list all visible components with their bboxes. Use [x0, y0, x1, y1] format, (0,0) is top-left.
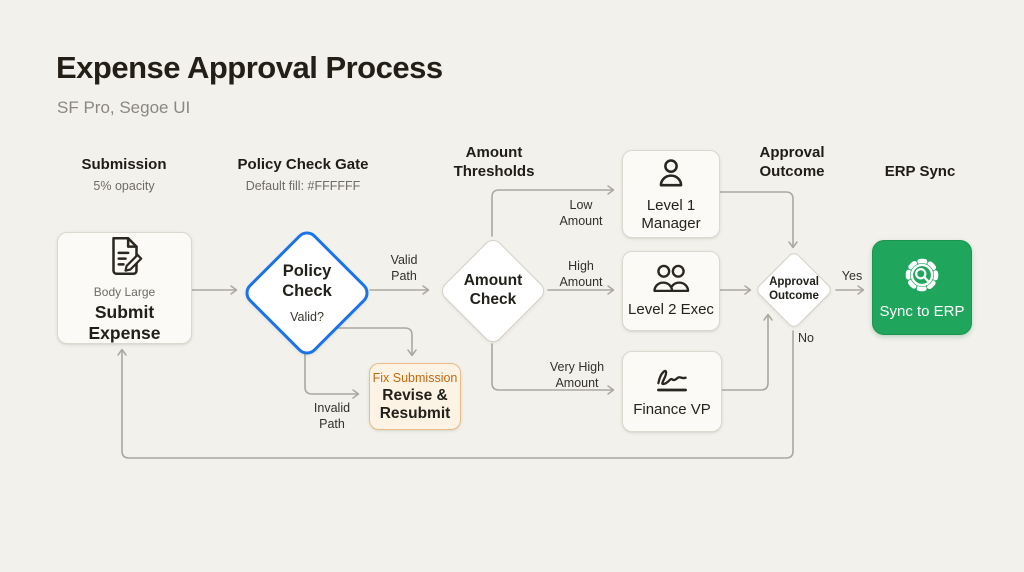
- node-revise-resubmit: Fix Submission Revise & Resubmit: [369, 363, 461, 430]
- page-title: Expense Approval Process: [56, 50, 443, 85]
- approval-outcome-label: Approval Outcome: [769, 276, 819, 302]
- level1-manager-label: Level 1 Manager: [641, 196, 701, 232]
- edge-level1-to-outcome: [718, 191, 798, 249]
- policy-check-label: Policy Check: [282, 262, 332, 300]
- edge-policy-to-revise-side: [304, 353, 360, 399]
- revise-resubmit-tag: Fix Submission: [372, 370, 458, 385]
- policy-check-question: Valid?: [290, 309, 324, 324]
- finance-vp-label: Finance VP: [633, 401, 711, 419]
- edge-amount-to-vp: [491, 343, 615, 395]
- column-header-amount-thresholds: Amount Thresholds: [453, 144, 535, 180]
- sync-gear-icon: [901, 254, 943, 296]
- column-header-approval-outcome: Approval Outcome: [759, 144, 825, 180]
- level2-exec-label: Level 2 Exec: [628, 301, 714, 319]
- edge-label-very-high-amount: Very High Amount: [549, 360, 605, 391]
- edge-label-high-amount: High Amount: [559, 259, 603, 290]
- column-header-erp-sync: ERP Sync: [884, 163, 956, 180]
- edge-vp-to-outcome: [720, 313, 773, 391]
- sync-to-erp-label: Sync to ERP: [879, 302, 965, 320]
- edge-no-feedback-loop: [117, 330, 794, 459]
- signature-icon: [649, 363, 695, 395]
- node-level2-exec: Level 2 Exec: [622, 251, 720, 331]
- edge-policy-to-revise-top: [330, 327, 417, 357]
- node-finance-vp: Finance VP: [622, 351, 722, 432]
- node-sync-to-erp: Sync to ERP: [872, 240, 972, 335]
- column-header-submission: Submission 5% opacity: [81, 156, 167, 193]
- node-submit-expense: Body Large Submit Expense: [57, 232, 192, 344]
- column-header-policy-gate: Policy Check Gate Default fill: #FFFFFF: [237, 156, 369, 193]
- people-icon: [648, 262, 694, 295]
- edge-label-yes: Yes: [841, 269, 863, 283]
- edge-label-valid-path: Valid Path: [390, 253, 418, 284]
- node-level1-manager: Level 1 Manager: [622, 150, 720, 238]
- page-subtitle: SF Pro, Segoe UI: [57, 98, 191, 117]
- revise-resubmit-label: Revise & Resubmit: [379, 386, 451, 422]
- submit-expense-pretitle: Body Large: [93, 284, 156, 299]
- document-edit-icon: [102, 233, 148, 279]
- submit-expense-label: Submit Expense: [88, 301, 161, 343]
- edge-label-low-amount: Low Amount: [559, 198, 603, 229]
- edge-amount-to-level1: [491, 185, 615, 237]
- edge-label-no: No: [798, 331, 814, 345]
- edge-label-invalid-path: Invalid Path: [313, 401, 351, 432]
- person-icon: [653, 155, 689, 191]
- amount-check-label: Amount Check: [463, 272, 523, 308]
